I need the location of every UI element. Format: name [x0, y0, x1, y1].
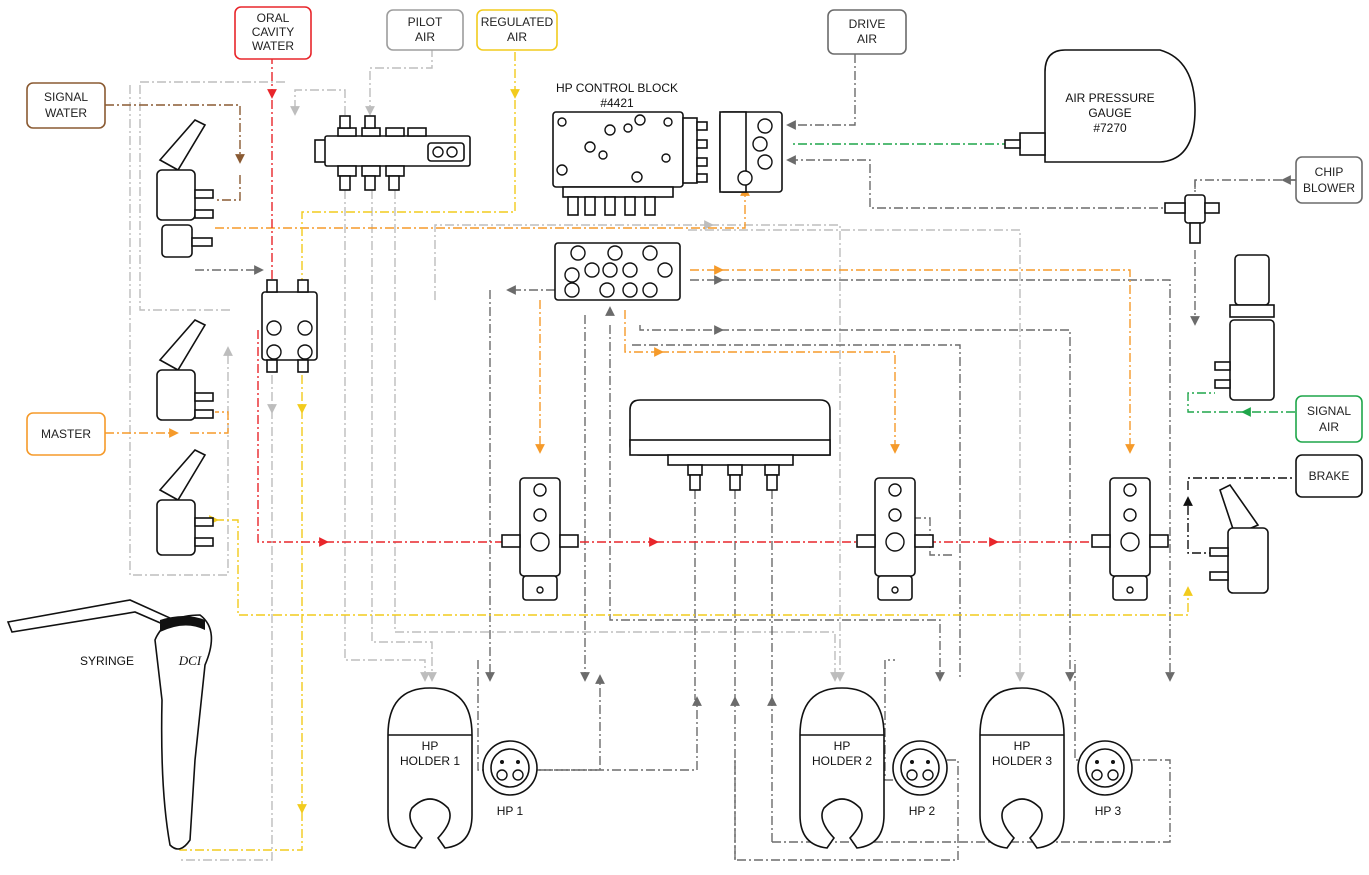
hp-connector-2: HP 2 — [892, 740, 948, 818]
hp-connector-1: HP 1 — [482, 740, 538, 818]
svg-text:WATER: WATER — [252, 39, 294, 53]
svg-text:HP 2: HP 2 — [909, 804, 936, 818]
chip-blower-tee — [1164, 194, 1220, 244]
label-oral-cavity-water: ORAL CAVITY WATER — [234, 6, 312, 60]
label-signal-air: SIGNAL AIR — [1295, 395, 1363, 443]
svg-text:GAUGE: GAUGE — [1088, 106, 1131, 120]
svg-text:BRAKE: BRAKE — [1309, 469, 1350, 483]
signal-water-line — [105, 104, 245, 201]
svg-text:BLOWER: BLOWER — [1303, 181, 1355, 195]
svg-text:#7270: #7270 — [1093, 121, 1127, 135]
hp-holder-3: HP HOLDER 3 — [979, 687, 1065, 849]
black-brake-line — [1183, 477, 1295, 554]
label-master: MASTER — [26, 412, 106, 456]
hp-holder-2: HP HOLDER 2 — [799, 687, 885, 849]
hp-valve-1 — [501, 477, 579, 601]
oral-cavity-water-lines — [180, 38, 1100, 861]
dark-air-lines — [195, 54, 1331, 861]
hp-control-block-4421: HP CONTROL BLOCK #4421 — [552, 81, 783, 216]
svg-text:HP 1: HP 1 — [497, 804, 524, 818]
svg-text:ORAL: ORAL — [257, 11, 290, 25]
label-regulated-air: REGULATED AIR — [476, 9, 558, 51]
svg-text:SIGNAL: SIGNAL — [44, 90, 88, 104]
brake-toggle-valve — [1209, 483, 1269, 594]
hp-valve-3 — [1091, 477, 1169, 601]
svg-text:WATER: WATER — [45, 106, 87, 120]
green-air-lines — [790, 139, 1295, 417]
svg-text:#4421: #4421 — [600, 96, 634, 110]
orange-signal-lines — [105, 186, 1135, 454]
svg-text:AIR: AIR — [415, 30, 435, 44]
svg-text:AIR: AIR — [1319, 420, 1339, 434]
pilot-air-manifold — [314, 115, 471, 191]
master-toggle-valve — [156, 319, 214, 421]
air-pressure-gauge-7270: AIR PRESSURE GAUGE #7270 — [1004, 49, 1196, 163]
svg-text:AIR: AIR — [507, 30, 527, 44]
hp-holder-1: HP HOLDER 1 — [387, 687, 473, 849]
label-chip-blower: CHIP BLOWER — [1295, 156, 1363, 204]
grey-air-lines — [129, 48, 1025, 682]
hp-connector-3: HP 3 — [1077, 740, 1133, 818]
svg-text:HOLDER 1: HOLDER 1 — [400, 754, 460, 768]
svg-text:DCI: DCI — [178, 653, 202, 668]
svg-text:AIR PRESSURE: AIR PRESSURE — [1065, 91, 1154, 105]
svg-text:DRIVE: DRIVE — [849, 17, 886, 31]
svg-text:HP: HP — [1014, 739, 1031, 753]
hp-valve-2 — [856, 477, 934, 601]
svg-text:CHIP: CHIP — [1315, 165, 1344, 179]
svg-text:HP: HP — [834, 739, 851, 753]
svg-text:SYRINGE: SYRINGE — [80, 654, 134, 668]
signal-air-regulator — [1214, 254, 1275, 401]
regulated-yellow-lines — [179, 35, 1193, 851]
water-control-valve — [261, 279, 318, 373]
signal-water-toggle-valve — [156, 119, 214, 258]
svg-text:HOLDER 3: HOLDER 3 — [992, 754, 1052, 768]
svg-text:PILOT: PILOT — [408, 15, 443, 29]
svg-text:REGULATED: REGULATED — [481, 15, 554, 29]
svg-text:AIR: AIR — [857, 32, 877, 46]
syringe: DCI SYRINGE — [6, 599, 213, 850]
svg-text:HP: HP — [422, 739, 439, 753]
svg-text:SIGNAL: SIGNAL — [1307, 404, 1351, 418]
svg-text:HP 3: HP 3 — [1095, 804, 1122, 818]
label-pilot-air: PILOT AIR — [386, 9, 464, 51]
svg-text:CAVITY: CAVITY — [252, 25, 294, 39]
distribution-manifold — [554, 242, 681, 301]
label-signal-water: SIGNAL WATER — [26, 82, 106, 129]
svg-text:HOLDER 2: HOLDER 2 — [812, 754, 872, 768]
svg-text:MASTER: MASTER — [41, 427, 91, 441]
hub-junction-box — [629, 399, 831, 491]
syringe-toggle-valve — [156, 449, 214, 556]
label-drive-air: DRIVE AIR — [827, 9, 907, 55]
label-brake: BRAKE — [1295, 454, 1363, 498]
svg-text:HP CONTROL BLOCK: HP CONTROL BLOCK — [556, 81, 678, 95]
